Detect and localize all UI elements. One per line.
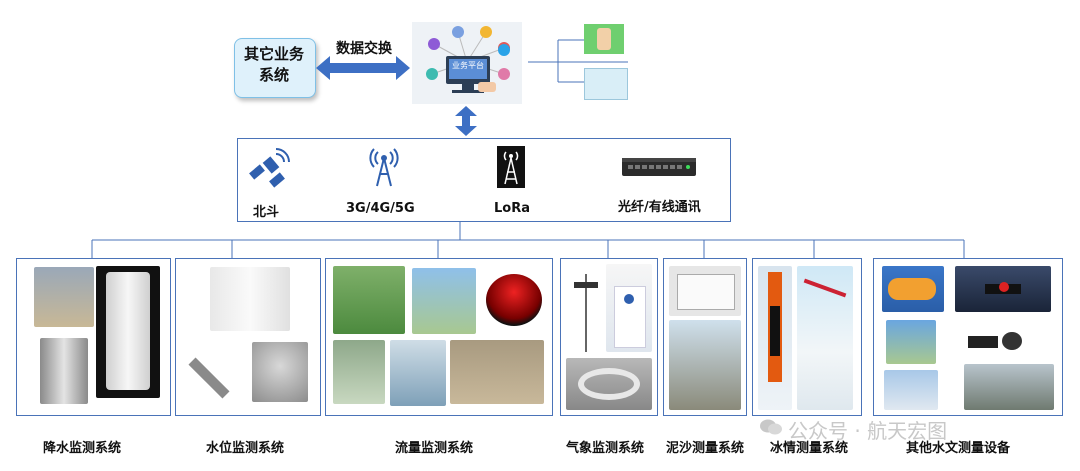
weather-station-photo-2	[606, 264, 652, 352]
ice-sensor-photo-2	[797, 266, 853, 410]
other-device-photo-2	[955, 266, 1051, 312]
data-exchange-arrow	[316, 56, 410, 80]
vertical-double-arrow	[455, 106, 477, 136]
sediment-photo-1	[669, 266, 741, 316]
cell-tower-icon	[369, 148, 399, 187]
wechat-icon	[760, 418, 782, 436]
communication-box	[237, 138, 731, 222]
comm-label-lora: LoRa	[494, 201, 530, 216]
system-label-other-hydrology: 其他水文测量设备	[906, 441, 1011, 456]
ice-sensor-photo-1	[758, 266, 792, 410]
connector-lines-top-right	[528, 39, 628, 83]
flow-photo-3	[482, 268, 548, 332]
sediment-photo-2	[669, 320, 741, 410]
comm-label-fiber: 光纤/有线通讯	[618, 200, 701, 215]
comm-label-cellular: 3G/4G/5G	[346, 201, 415, 216]
system-label-ice: 冰情测量系统	[770, 441, 849, 456]
business-platform-illustration: 业务平台	[412, 22, 522, 104]
rain-gauge-photo-3	[96, 266, 160, 398]
watermark-text: 公众号 · 航天宏图	[788, 419, 948, 443]
rain-gauge-photo-2	[40, 338, 88, 404]
lora-tower-icon	[497, 146, 525, 188]
network-switch-icon	[622, 158, 696, 176]
weather-station-photo-1	[566, 264, 606, 354]
rain-gauge-photo-1	[34, 267, 94, 327]
other-device-photo-1	[882, 266, 944, 312]
system-label-precipitation: 降水监测系统	[43, 441, 122, 456]
flow-photo-4	[333, 340, 385, 404]
satellite-icon	[249, 148, 290, 188]
system-label-meteorology: 气象监测系统	[566, 441, 645, 456]
other-device-photo-6	[964, 364, 1054, 410]
other-device-photo-4	[962, 326, 1026, 356]
flow-photo-2	[412, 268, 476, 334]
other-systems-label: 其它业务 系统	[243, 45, 304, 84]
other-systems-box	[234, 38, 316, 98]
blue-dot	[498, 44, 510, 56]
other-device-photo-5	[884, 370, 938, 410]
data-exchange-label: 数据交换	[336, 41, 392, 57]
system-label-water-level: 水位监测系统	[206, 441, 285, 456]
monitor-device-image	[584, 68, 628, 100]
flow-photo-6	[450, 340, 544, 404]
mobile-device-image	[584, 24, 624, 54]
flow-photo-1	[333, 266, 405, 334]
other-device-photo-3	[886, 320, 936, 364]
tree-connectors	[91, 222, 965, 258]
weather-station-photo-3	[566, 358, 652, 410]
business-platform-label: 业务平台	[452, 61, 484, 70]
system-label-flow: 流量监测系统	[395, 441, 474, 456]
flow-photo-5	[390, 340, 446, 406]
comm-label-beidou: 北斗	[253, 205, 280, 220]
water-level-photo-3	[252, 342, 308, 402]
water-level-photo-2	[184, 340, 246, 402]
water-level-photo-1	[210, 267, 290, 331]
system-label-sediment: 泥沙测量系统	[666, 441, 745, 456]
